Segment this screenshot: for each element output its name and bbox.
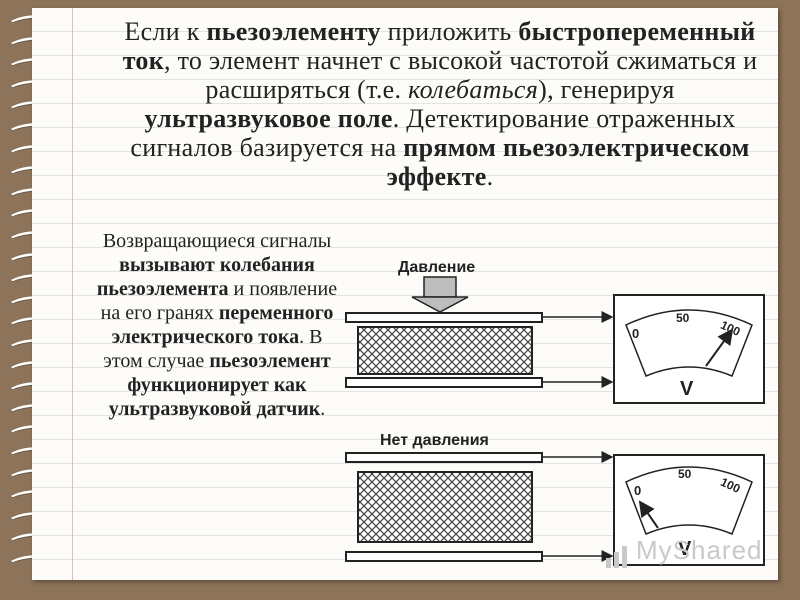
text-fragment: и появление на его гранях — [100, 278, 338, 324]
text-fragment: . В этом случае — [103, 326, 323, 372]
text-fragment: Если к — [124, 17, 207, 46]
meter2-tick-50: 50 — [678, 467, 692, 481]
meter1-needle — [705, 328, 734, 367]
top-electrode-1 — [345, 312, 543, 323]
watermark-text: MyShared — [636, 535, 763, 565]
top-electrode-2 — [345, 452, 543, 463]
term-alternating-current: переменного электрического тока — [111, 302, 334, 348]
meter2-tick-0: 0 — [634, 483, 641, 498]
term-fast-current: быстропеременный ток — [122, 17, 756, 75]
intro-paragraph: Если к пьезоэлементу приложить быстропер… — [110, 17, 770, 191]
meter2-unit: V — [678, 538, 692, 560]
text-fragment: Возвращающиеся сигналы — [102, 230, 332, 252]
bottom-electrode-1 — [345, 377, 543, 388]
detector-paragraph: Возвращающиеся сигналы вызывают колебани… — [92, 229, 342, 421]
text-fragment: ), генерируя — [538, 75, 675, 104]
term-ultrasonic-field: ультразвуковое поле — [144, 104, 393, 133]
voltmeter-2: 0 50 100 V — [613, 454, 765, 566]
term-piezoelement: пьезоэлементу — [206, 17, 381, 46]
no-pressure-label: Нет давления — [380, 432, 489, 449]
text-fragment: . — [320, 398, 326, 420]
term-vibration: вызывают колебания пьезоэлемента — [96, 254, 315, 300]
pressure-arrow — [411, 276, 469, 313]
piezo-crystal-1 — [357, 326, 533, 375]
meter2-needle — [638, 500, 659, 529]
text-fragment: , то элемент начнет с высокой частотой с… — [164, 46, 758, 104]
term-direct-effect: прямом пьезоэлектрическом эффекте — [386, 133, 750, 191]
watermark-chart-icon — [606, 546, 627, 568]
meter1-tick-0: 0 — [632, 326, 639, 341]
piezo-diagram: Давление 0 50 100 V Нет давления 0 50 10… — [345, 259, 765, 566]
term-oscillate: колебаться — [408, 75, 539, 104]
bottom-electrode-2 — [345, 551, 543, 562]
term-sensor: пьезоэлемент функционирует как ультразву… — [108, 350, 331, 420]
text-fragment: . — [486, 162, 494, 191]
meter1-unit: V — [680, 378, 694, 400]
voltmeter-1: 0 50 100 V — [613, 294, 765, 404]
pressure-label: Давление — [398, 259, 475, 276]
piezo-crystal-2 — [357, 471, 533, 543]
text-fragment: приложить — [380, 17, 519, 46]
meter1-tick-50: 50 — [676, 311, 690, 325]
text-fragment: . Детектирование отраженных сигналов баз… — [130, 104, 736, 162]
